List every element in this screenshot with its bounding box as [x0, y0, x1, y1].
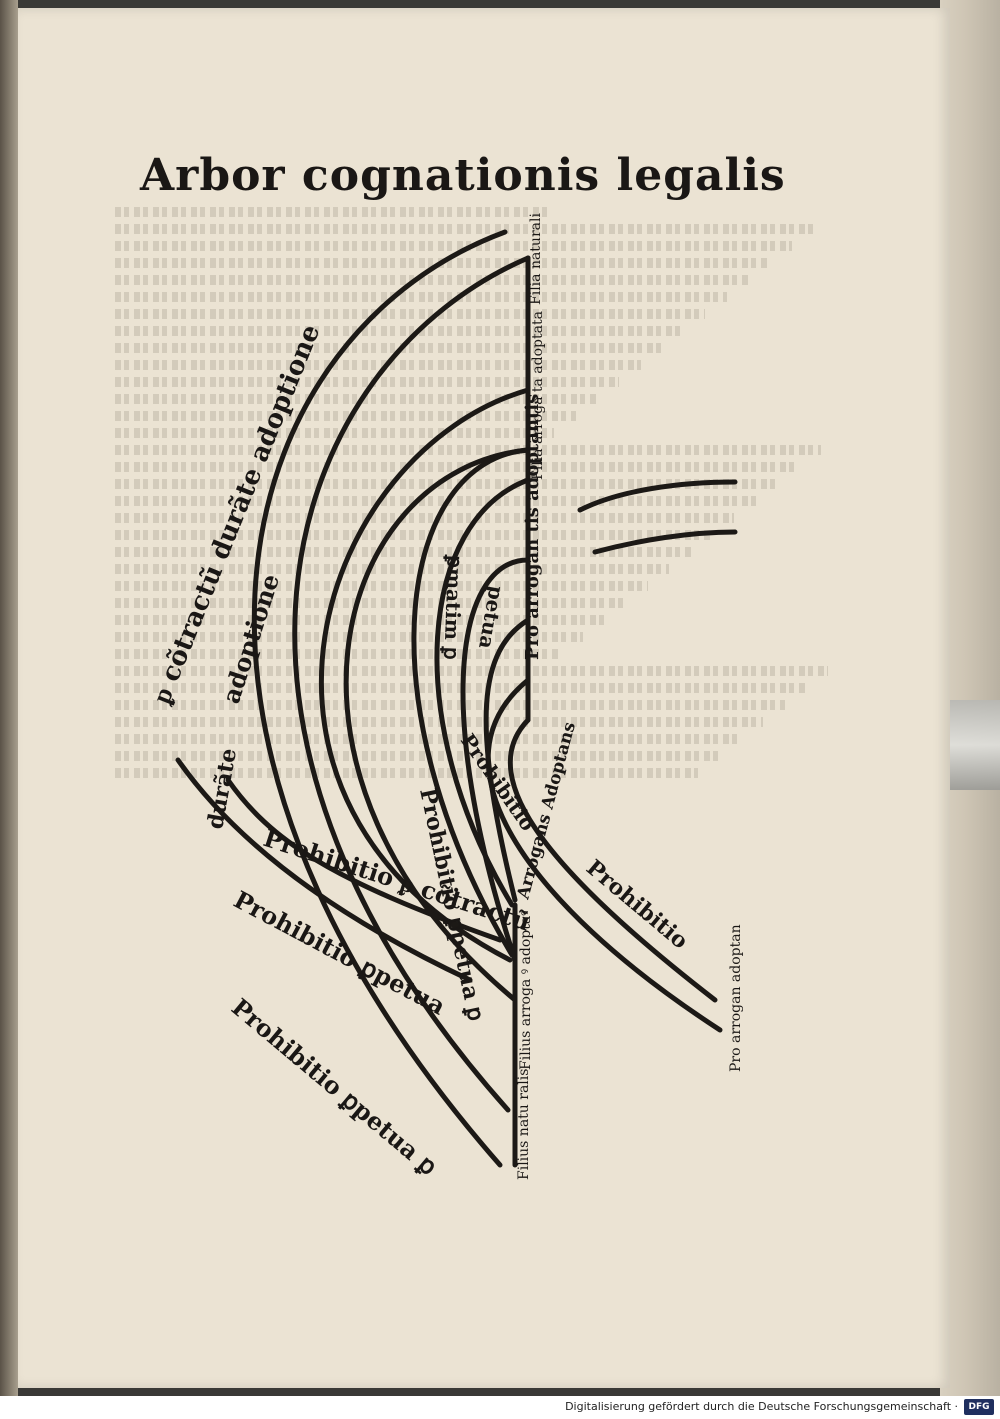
bleed-through-line [115, 581, 648, 591]
bleed-through-line [115, 275, 749, 285]
bleed-through-line [115, 309, 706, 319]
bleed-through-line [115, 326, 684, 336]
arc-outer-1 [251, 229, 508, 1168]
bleed-through-line [115, 530, 713, 540]
book-fore-edge [940, 0, 1000, 1396]
arc-outer-2 [292, 255, 531, 1113]
bleed-through-line [115, 411, 576, 421]
bleed-through-line [115, 428, 555, 438]
left-page-edge [0, 0, 18, 1396]
footer-credit: Digitalisierung gefördert durch die Deut… [565, 1400, 958, 1413]
arc-right-1 [507, 717, 718, 1003]
bleed-through-line [115, 462, 799, 472]
arc-cross-1 [175, 757, 473, 983]
node-label-2: Filia arroga ta adoptata [530, 311, 546, 480]
bleed-through-line [115, 292, 727, 302]
node-label-1: Filia naturali [528, 213, 544, 305]
bleed-through-line [115, 445, 821, 455]
bleed-through-line [115, 564, 670, 574]
band-label-2: adoptione [216, 570, 285, 706]
bleed-through-line [115, 768, 699, 778]
arc-cross-2 [225, 777, 503, 943]
arc-mid-2 [343, 447, 531, 1003]
bleed-through-line [115, 207, 547, 217]
bleed-through-line [115, 224, 814, 234]
bleed-through-line [115, 700, 785, 710]
bleed-through-line [115, 479, 778, 489]
bleed-through-line [115, 360, 641, 370]
bleed-through-line [115, 343, 663, 353]
page-title: Arbor cognationis legalis [140, 150, 786, 201]
node-label-3: Pro arrogan tis adoptantis [522, 394, 543, 660]
bleed-through-line [115, 547, 691, 557]
band-label-7: ꝑmatim ꝑ [439, 554, 467, 660]
arc-inner-2 [434, 477, 531, 908]
arc-inner-3 [460, 557, 531, 963]
node-label-6: Filius natu ralis [516, 1069, 532, 1180]
digitization-footer: Digitalisierung gefördert durch die Deut… [0, 1396, 1000, 1419]
arc-inner-1 [411, 447, 531, 958]
bleed-through-line [115, 751, 720, 761]
node-label-7: Pro arrogan adoptan [728, 924, 744, 1072]
bleed-through-line [115, 598, 627, 608]
bleed-through-line [115, 649, 562, 659]
bleed-through-line [115, 394, 598, 404]
stroke-right-1 [577, 479, 738, 513]
bleed-through-line [115, 241, 792, 251]
bleed-through-line [115, 666, 828, 676]
arc-inner-4 [483, 617, 531, 903]
node-label-5: Filius arroga ꝰ adoptaꝰ [518, 910, 534, 1070]
bleed-through-line [115, 734, 742, 744]
arc-right-2 [485, 677, 723, 1033]
bleed-through-line [115, 496, 756, 506]
bleed-through-line [115, 513, 735, 523]
bleed-through-line [115, 615, 605, 625]
bleed-through-line [115, 377, 619, 387]
stroke-right-2 [592, 529, 738, 555]
bleed-through-line [115, 717, 763, 727]
arc-mid-1 [319, 387, 531, 963]
dfg-logo-icon: DFG [964, 1399, 994, 1415]
band-label-10: Prohibitio ꝑpetua ꝑ [226, 992, 443, 1181]
